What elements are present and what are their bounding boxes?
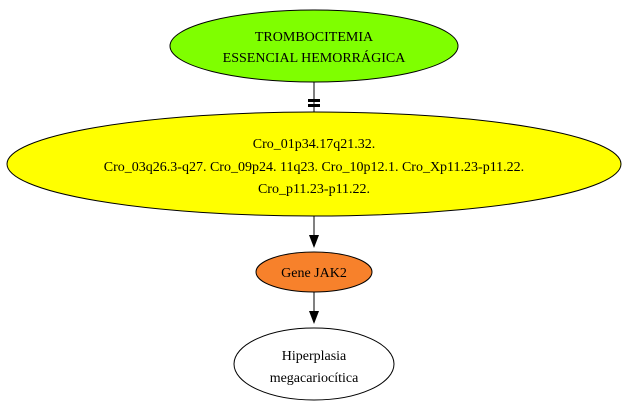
arrowhead-icon bbox=[309, 311, 319, 324]
edge-disease-to-chromosomes bbox=[308, 82, 320, 112]
tee-arrowhead-icon bbox=[308, 104, 320, 107]
arrowhead-icon bbox=[309, 235, 319, 248]
node-disease-label-line-1: TROMBOCITEMIA bbox=[255, 30, 374, 45]
node-outcome-label-line-2: megacariocítica bbox=[270, 371, 359, 386]
node-chromosomes-shape bbox=[6, 111, 622, 217]
node-chromosomes-label-line-2: Cro_03q26.3-q27. Cro_09p24. 11q23. Cro_1… bbox=[104, 160, 524, 175]
node-outcome[interactable]: Hiperplasia megacariocítica bbox=[233, 327, 395, 401]
node-gene-shape bbox=[255, 251, 373, 293]
node-disease-shape bbox=[169, 9, 459, 83]
edge-gene-to-outcome bbox=[309, 292, 319, 324]
node-disease[interactable]: TROMBOCITEMIA ESSENCIAL HEMORRÁGICA bbox=[169, 9, 459, 83]
node-outcome-shape bbox=[233, 327, 395, 401]
node-chromosomes-label-line-3: Cro_p11.23-p11.22. bbox=[258, 182, 370, 197]
node-outcome-label-line-1: Hiperplasia bbox=[282, 349, 347, 364]
edge-chromosomes-to-gene bbox=[309, 216, 319, 248]
tee-arrowhead-icon bbox=[308, 99, 320, 102]
node-gene-label: Gene JAK2 bbox=[281, 266, 347, 281]
node-gene[interactable]: Gene JAK2 bbox=[255, 251, 373, 293]
node-disease-label-line-2: ESSENCIAL HEMORRÁGICA bbox=[223, 49, 407, 66]
node-chromosomes-label-line-1: Cro_01p34.17q21.32. bbox=[253, 137, 376, 152]
node-chromosomes[interactable]: Cro_01p34.17q21.32. Cro_03q26.3-q27. Cro… bbox=[6, 111, 622, 217]
